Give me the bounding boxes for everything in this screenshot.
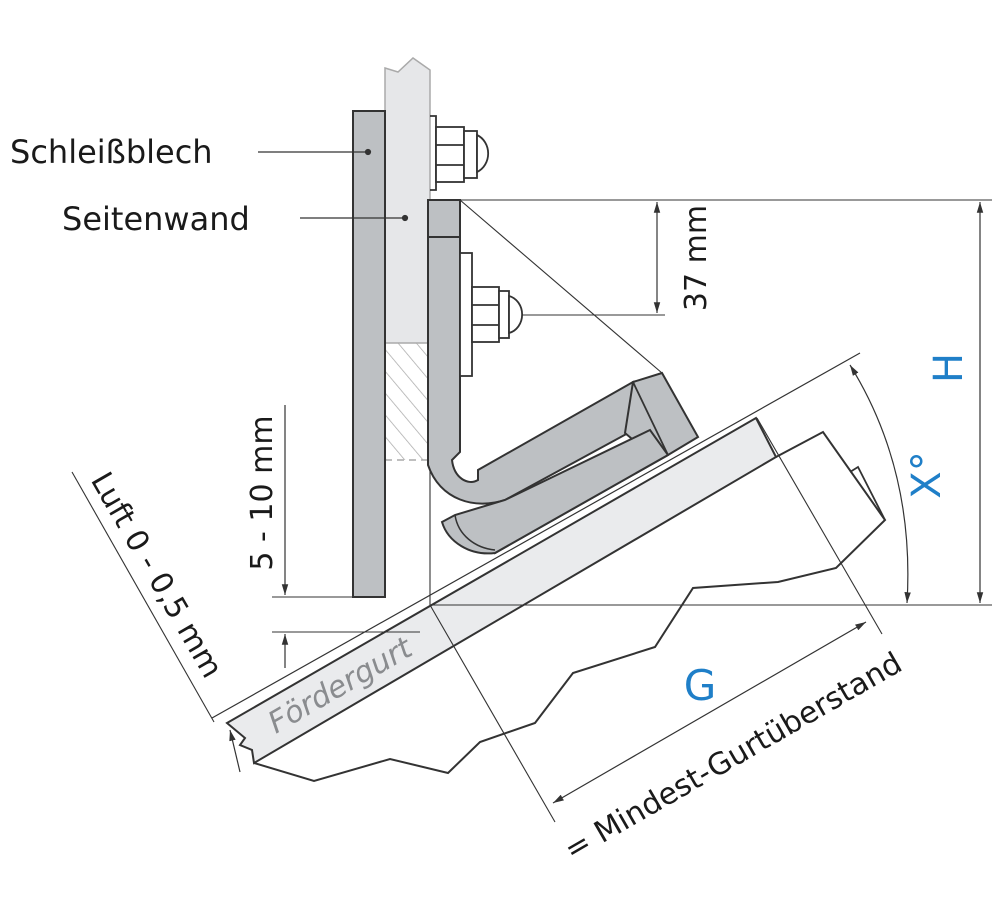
- label-overhang-text: = Mindest-Gurtüberstand: [558, 646, 908, 868]
- conveyor-belt: [225, 416, 778, 765]
- upper-bolt-icon: [430, 115, 489, 191]
- label-dim-5-10: 5 - 10 mm: [245, 415, 280, 570]
- rubber-sealing-strip: [440, 428, 670, 555]
- label-air-gap: Luft 0 - 0,5 mm: [83, 466, 229, 684]
- air-gap-line: [211, 352, 861, 719]
- wear-plate: [352, 110, 386, 598]
- lower-bolt-icon: [459, 252, 523, 377]
- label-height-h: H: [926, 353, 972, 383]
- label-wear-plate: Schleißblech: [10, 133, 213, 171]
- label-side-wall: Seitenwand: [62, 200, 250, 238]
- label-angle-x: X°: [904, 451, 950, 498]
- dimension-lines: [229, 202, 984, 804]
- leader-lines: [258, 148, 409, 222]
- side-wall: [384, 57, 431, 344]
- side-wall-hatched-section: [385, 343, 430, 460]
- label-belt: Fördergurt: [262, 630, 419, 741]
- label-dim-37: 37 mm: [679, 205, 714, 311]
- label-overhang-g: G: [684, 661, 717, 710]
